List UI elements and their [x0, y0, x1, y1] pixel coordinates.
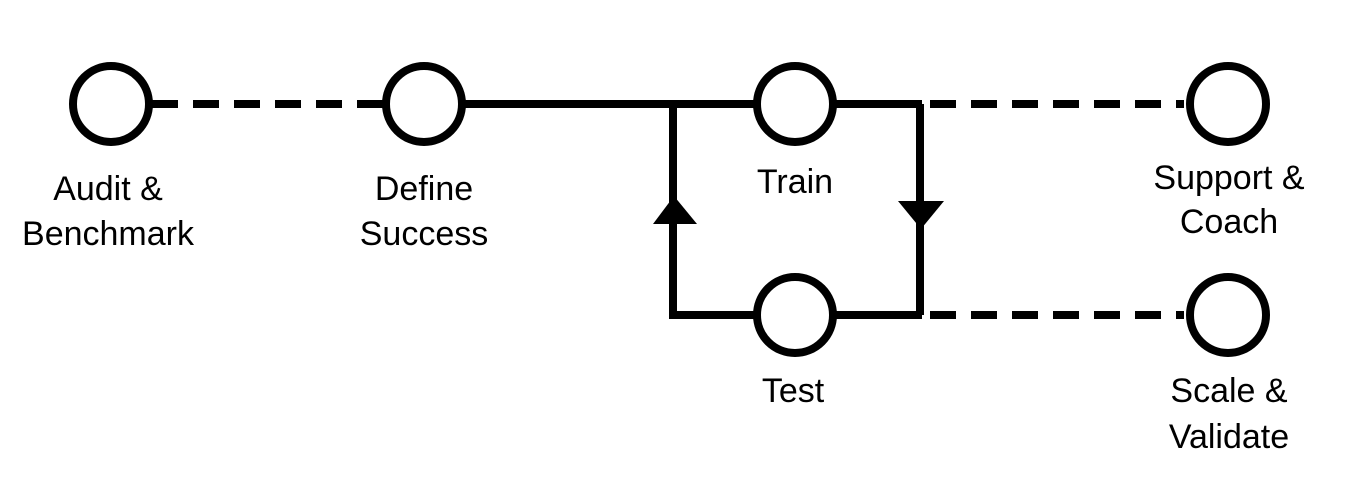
edge-test-loop-up [669, 104, 754, 319]
node-support-coach [1186, 62, 1270, 146]
node-test [753, 273, 837, 357]
label-define-line1: Define [375, 170, 473, 208]
node-scale-validate [1186, 273, 1270, 357]
label-test: Test [762, 372, 825, 410]
label-audit-line2: Benchmark [22, 215, 195, 253]
label-train: Train [757, 163, 833, 201]
label-audit-line1: Audit & [53, 170, 163, 208]
node-define-success [382, 62, 466, 146]
label-define-line2: Success [360, 215, 489, 253]
node-audit-benchmark [69, 62, 153, 146]
arrow-down-icon [898, 201, 944, 229]
node-train [753, 62, 837, 146]
label-scale-line1: Scale & [1170, 372, 1287, 410]
label-support-line1: Support & [1153, 159, 1305, 197]
label-scale-line2: Validate [1169, 418, 1289, 456]
label-support-line2: Coach [1180, 203, 1278, 241]
arrow-up-icon [653, 196, 697, 224]
